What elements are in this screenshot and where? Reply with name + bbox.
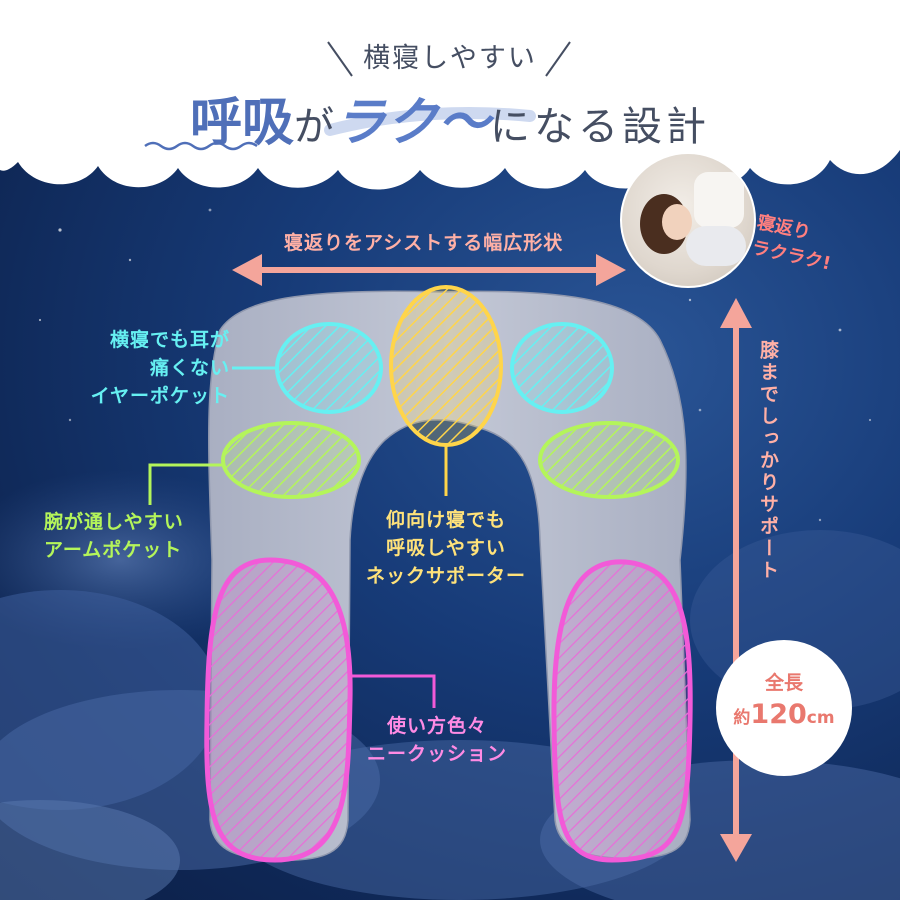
arm-pocket-label: 腕が通しやすい アームポケット <box>44 508 184 564</box>
knee-cushion-line2: ニークッション <box>366 743 507 765</box>
highlight-swash <box>324 106 536 136</box>
knee-cushion-left-region <box>204 557 353 863</box>
arm-pocket-leader <box>148 463 222 505</box>
width-label: 寝返りをアシストする幅広形状 <box>284 232 564 254</box>
header-title-part3: ラク〜 <box>334 92 491 153</box>
neck-support-line2: 呼吸しやすい <box>386 537 506 559</box>
knee-cushion-right-region <box>551 559 693 863</box>
header-slash-left <box>327 41 353 77</box>
neck-support-label: 仰向け寝でも 呼吸しやすい ネックサポーター <box>356 506 536 590</box>
header-title-part4: になる設計 <box>490 104 711 150</box>
ear-pocket-line3: イヤーポケット <box>90 385 230 407</box>
length-unit: cm <box>806 708 835 728</box>
header-title-part1: 呼吸 <box>189 92 294 153</box>
neck-support-region <box>389 285 503 447</box>
ear-pocket-line2: 痛くない <box>149 357 230 379</box>
header-subtitle: 横寝しやすい <box>363 43 537 74</box>
knee-cushion-line1: 使い方色々 <box>386 715 487 737</box>
length-value: 120 <box>750 699 807 730</box>
arm-pocket-line2: アームポケット <box>44 539 183 561</box>
knee-cushion-label: 使い方色々 ニークッション <box>362 712 512 768</box>
ear-pocket-line1: 横寝でも耳が <box>109 329 230 351</box>
arm-pocket-left-region <box>221 421 361 499</box>
header-slash-right <box>545 41 571 77</box>
header-title-part2: が <box>294 104 334 150</box>
arm-pocket-right-region <box>538 421 680 499</box>
header-cloud <box>0 0 900 190</box>
ear-pocket-left-region <box>275 322 383 414</box>
length-badge-value-line: 約120cm <box>716 699 852 730</box>
height-arrow-icon <box>720 298 752 862</box>
vertical-support-label: 膝までしっかりサポート <box>757 340 779 582</box>
knee-cushion-leader <box>352 674 436 708</box>
neck-support-line1: 仰向け寝でも <box>385 509 506 531</box>
length-badge: 全長 約120cm <box>716 640 852 776</box>
length-badge-title: 全長 <box>764 672 803 694</box>
wave-underline-icon <box>144 141 258 151</box>
length-prefix: 約 <box>733 708 751 728</box>
ear-pocket-right-region <box>510 322 614 414</box>
ear-pocket-label: 横寝でも耳が 痛くない イヤーポケット <box>70 326 230 410</box>
width-arrow-icon <box>232 254 626 286</box>
arm-pocket-line1: 腕が通しやすい <box>44 511 184 533</box>
sleeping-photo <box>620 152 756 288</box>
header-title: 呼吸がラク〜になる設計 <box>0 80 900 155</box>
neck-support-line3: ネックサポーター <box>365 565 526 587</box>
